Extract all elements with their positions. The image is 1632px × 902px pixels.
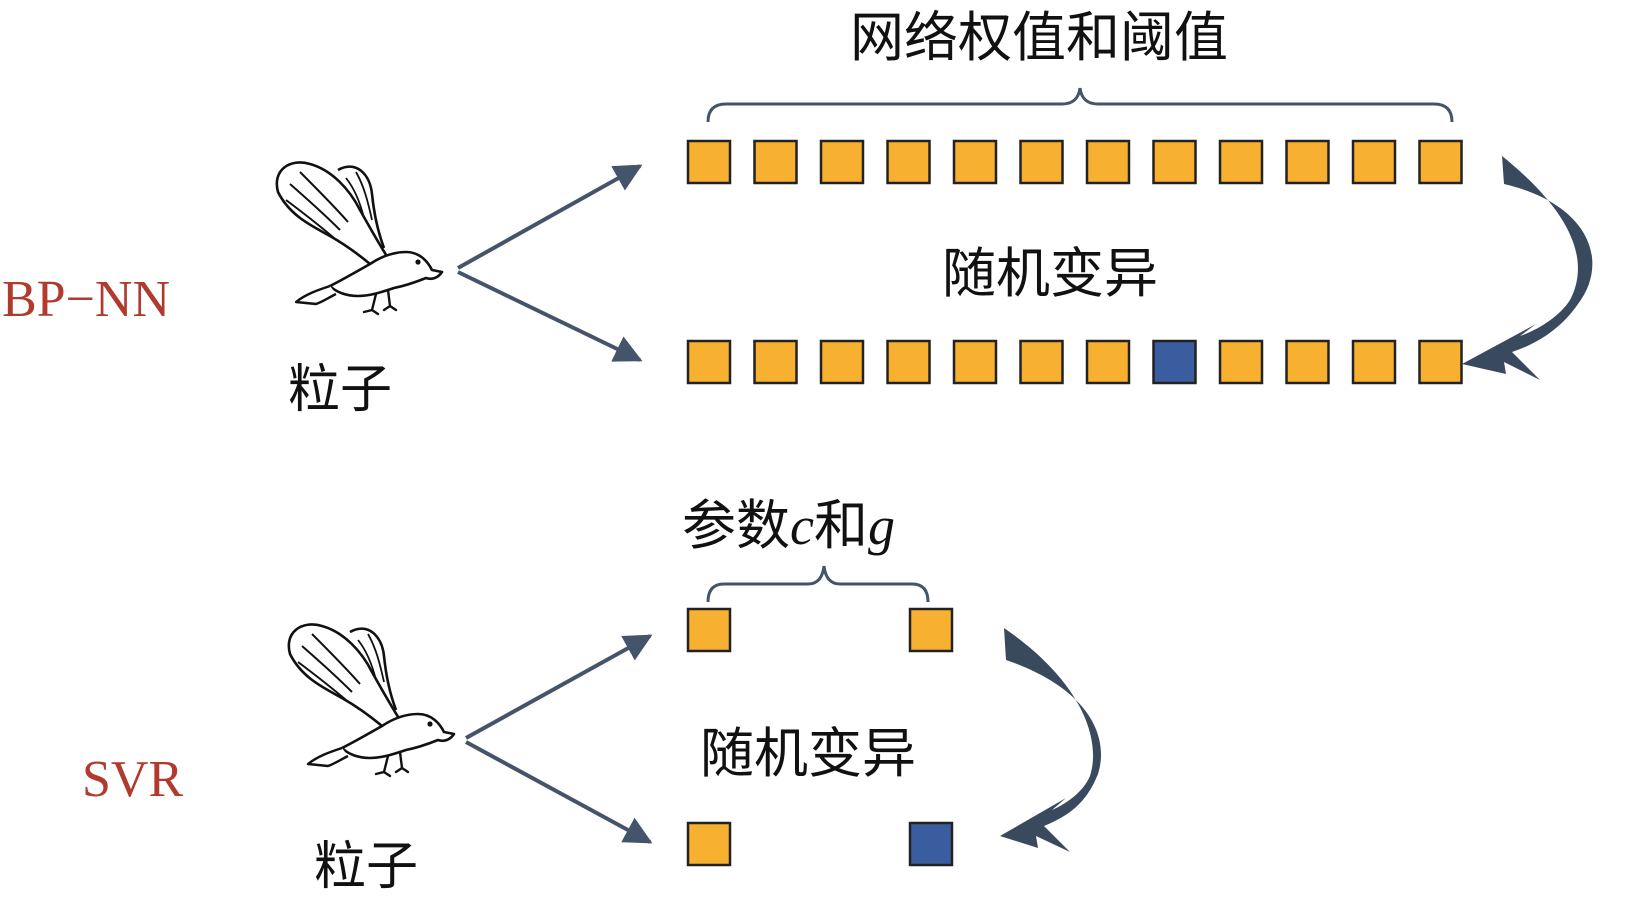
gene-block	[1351, 339, 1397, 385]
mutation-label: 随机变异	[700, 724, 916, 784]
gene-block	[753, 339, 798, 385]
gene-block	[952, 339, 998, 385]
segment-label-prefix: 参数	[682, 496, 790, 556]
gene-block	[686, 339, 732, 385]
gene-block	[1418, 139, 1463, 185]
particle-label: 粒子	[288, 362, 392, 419]
branch-arrow-up	[465, 634, 653, 740]
branch-arrow-up	[457, 164, 643, 270]
gene-block	[886, 139, 931, 185]
gene-row-original	[686, 139, 1463, 185]
gene-block	[1218, 339, 1264, 385]
gene-block	[686, 821, 732, 867]
gene-block	[1351, 139, 1397, 185]
gene-row-mutated	[686, 339, 1463, 385]
eagle-icon	[275, 161, 444, 316]
segment-brace	[706, 565, 930, 603]
gene-block	[1019, 339, 1064, 385]
segment-label: 网络权值和阈值	[850, 8, 1228, 68]
gene-block	[1085, 139, 1131, 185]
gene-block	[1285, 139, 1330, 185]
eagle-icon	[287, 623, 456, 778]
svr-model-label: SVR	[82, 751, 183, 808]
segment-brace	[706, 87, 1454, 123]
gene-block	[1152, 139, 1197, 185]
gene-block	[686, 607, 732, 653]
gene-block	[1418, 339, 1463, 385]
param-c: c	[790, 496, 814, 556]
gene-block	[886, 339, 931, 385]
gene-block	[952, 139, 998, 185]
gene-block	[908, 607, 954, 653]
branch-arrow-down	[465, 740, 653, 844]
gene-block	[819, 339, 865, 385]
gene-block	[686, 139, 732, 185]
gene-block	[1285, 339, 1330, 385]
gene-block	[1218, 139, 1264, 185]
mutation-arrow	[1000, 628, 1102, 852]
particle-label: 粒子	[314, 839, 418, 896]
segment-label-join: 和	[814, 496, 868, 556]
mutated-gene-block	[1152, 339, 1197, 385]
gene-block	[819, 139, 865, 185]
gene-row-mutated	[686, 821, 954, 867]
param-g: g	[868, 496, 895, 556]
mutated-gene-block	[908, 821, 954, 867]
gene-block	[1085, 339, 1131, 385]
gene-block	[1019, 139, 1064, 185]
bpnn-model-label: BP−NN	[2, 271, 170, 328]
mutation-label: 随机变异	[942, 244, 1158, 304]
branch-arrow-down	[457, 270, 643, 362]
gene-row-original	[686, 607, 954, 653]
segment-label: 参数c和g	[682, 496, 895, 556]
mutation-arrow	[1462, 156, 1593, 380]
gene-block	[753, 139, 798, 185]
